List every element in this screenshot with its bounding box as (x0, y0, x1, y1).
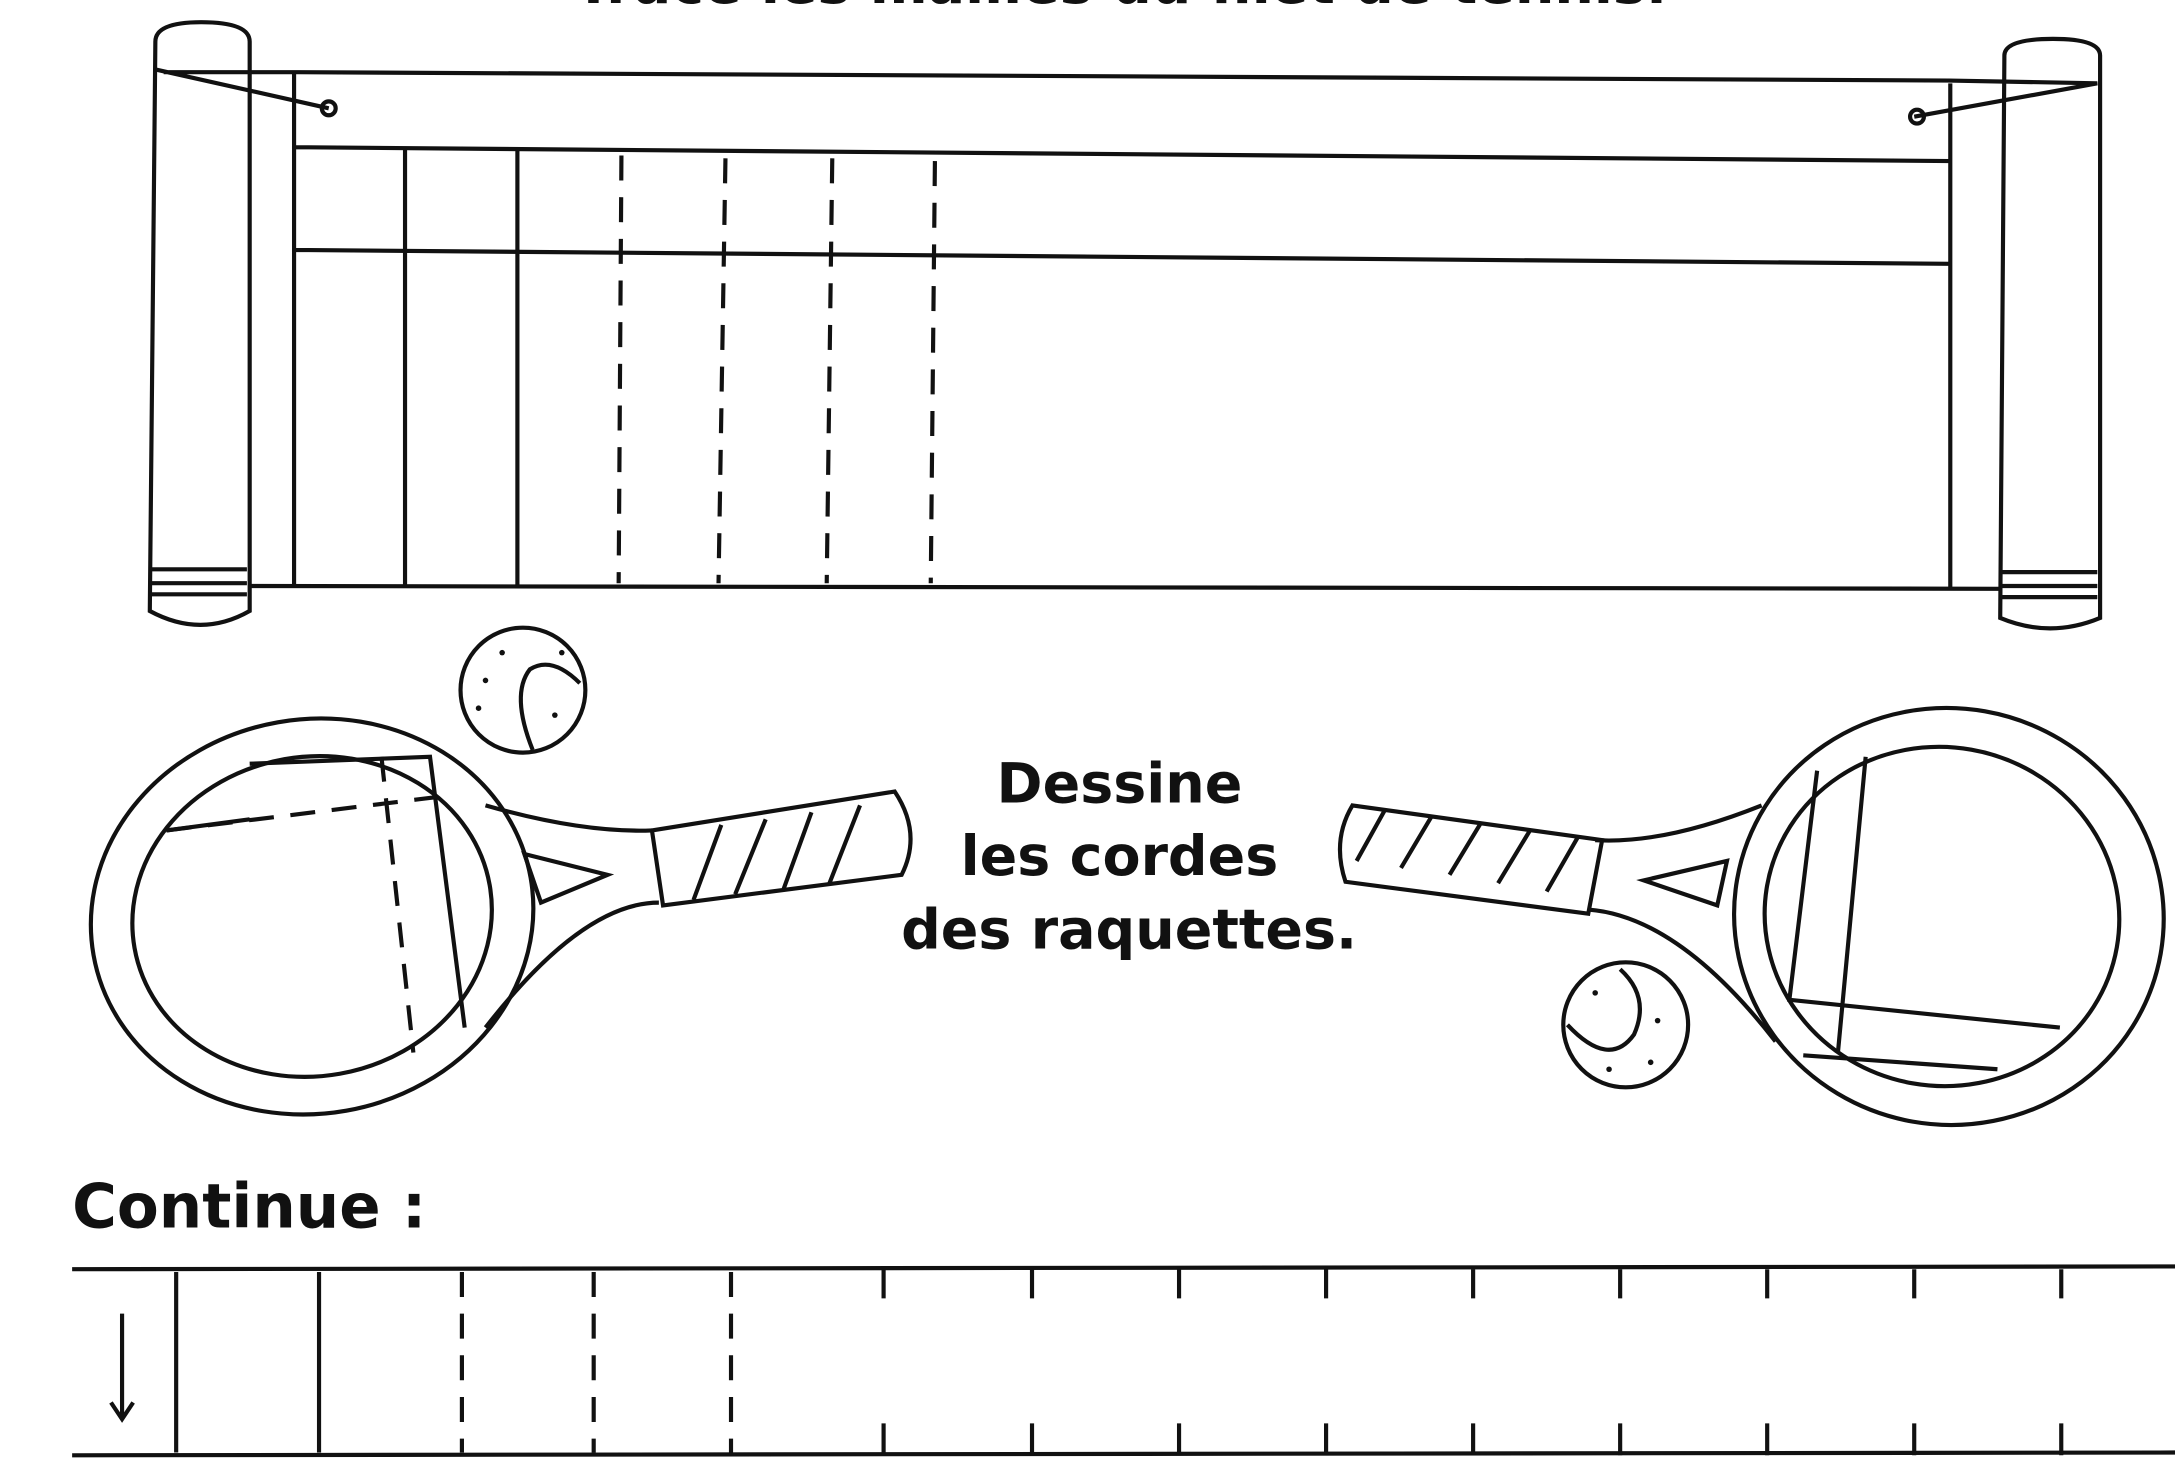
continue-label: Continue : (72, 1172, 426, 1243)
racket-tracing-lines (166, 756, 438, 1053)
tennis-net (147, 20, 2103, 631)
continue-exercise (72, 1264, 2175, 1458)
left-net-post (147, 20, 252, 627)
tennis-ball-icon (1561, 960, 1691, 1090)
instruction-line-2: les cordes (961, 824, 1279, 889)
instruction-line-3: des raquettes. (901, 897, 1357, 962)
tennis-ball-icon (458, 625, 588, 755)
instruction-line-1: Dessine (997, 752, 1243, 817)
right-net-post (1998, 36, 2103, 631)
worksheet-title: Trace les mailles du filet de tennis. (575, 0, 1667, 17)
net-tracing-lines (616, 155, 937, 584)
right-racket (1337, 705, 2166, 1128)
racket-instruction: Dessine les cordes des raquettes. (901, 752, 1357, 963)
arrow-down-icon (109, 1313, 135, 1423)
left-racket (88, 716, 913, 1117)
